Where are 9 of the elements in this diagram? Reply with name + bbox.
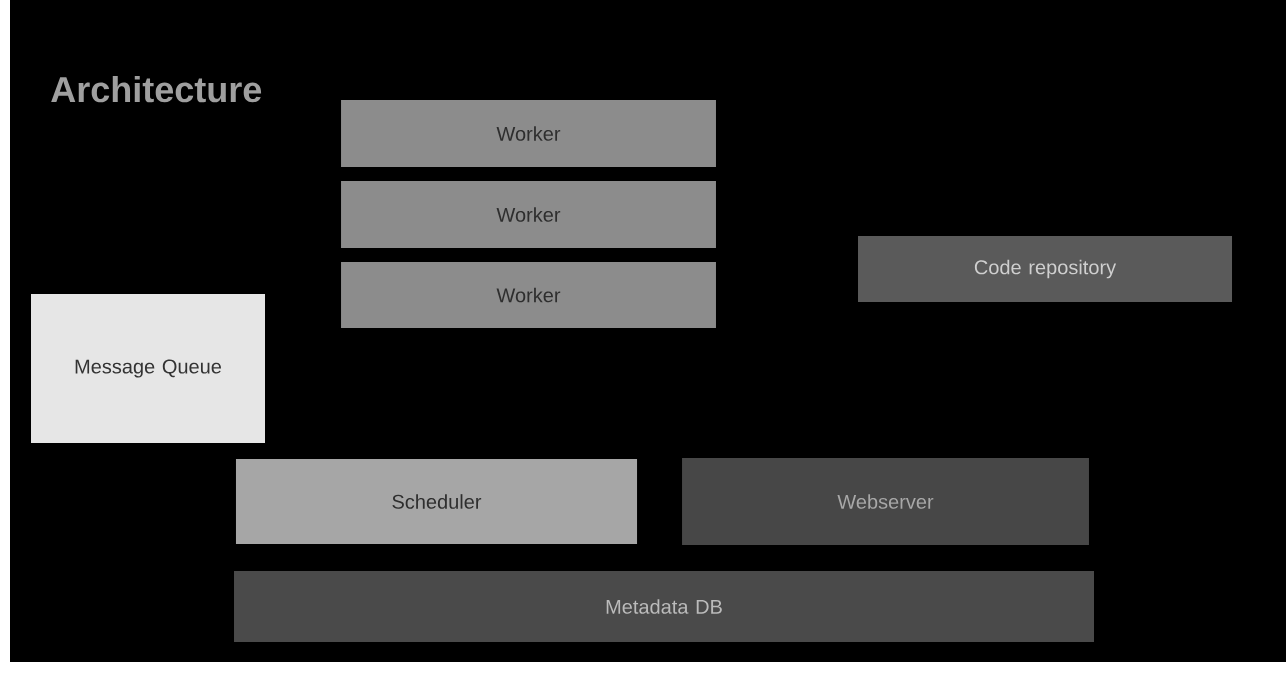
component-box: Code repository — [858, 236, 1232, 302]
component-box: Worker — [341, 181, 716, 248]
component-box: Webserver — [682, 458, 1089, 545]
slide-title: Architecture — [51, 75, 262, 103]
component-box: Metadata DB — [234, 571, 1094, 642]
component-box: Worker — [341, 100, 716, 167]
component-box: Scheduler — [235, 458, 638, 545]
component-box: Worker — [341, 262, 716, 328]
component-box: Message Queue — [31, 293, 265, 444]
